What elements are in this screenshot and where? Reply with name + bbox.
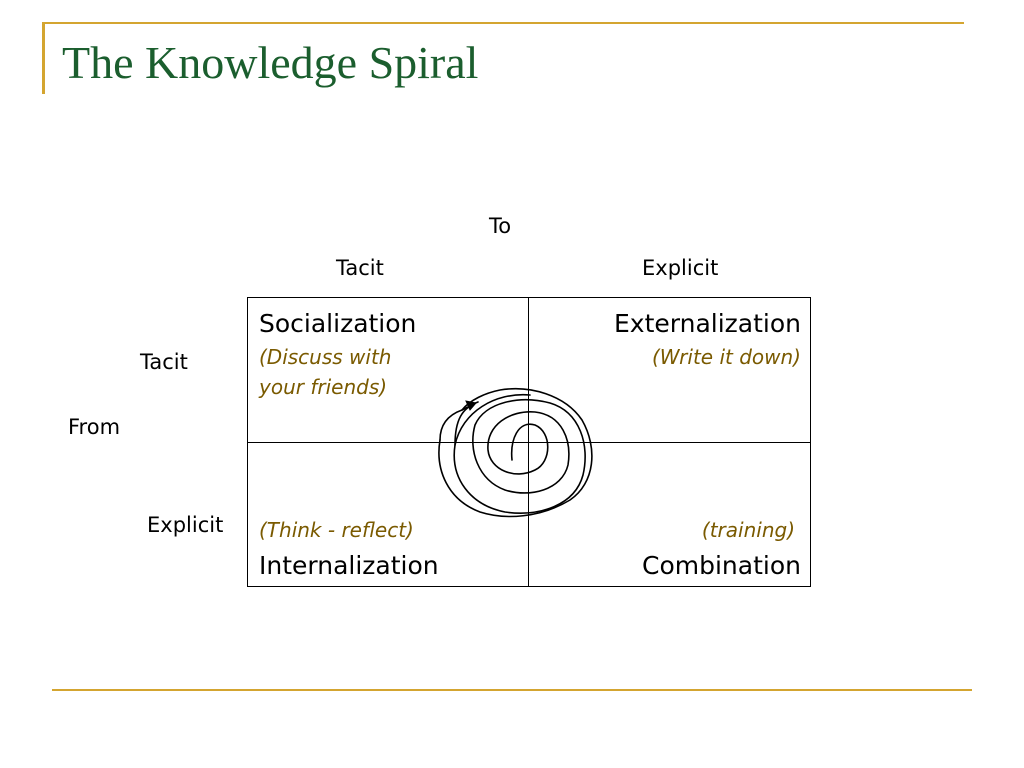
column-label-tacit: Tacit: [336, 256, 384, 280]
from-axis-label: From: [68, 415, 121, 439]
row-label-tacit: Tacit: [140, 350, 188, 374]
row-label-explicit: Explicit: [147, 513, 224, 537]
internalization-subtitle: (Think - reflect): [259, 518, 414, 542]
title-accent-horizontal-rule: [42, 22, 964, 24]
to-axis-label: To: [489, 214, 512, 238]
column-label-explicit: Explicit: [642, 256, 719, 280]
internalization-title: Internalization: [259, 551, 439, 580]
footer-accent-rule: [52, 689, 972, 691]
slide-title: The Knowledge Spiral: [62, 37, 479, 88]
socialization-subtitle-line1: (Discuss with: [259, 345, 392, 369]
externalization-title: Externalization: [614, 309, 801, 338]
matrix-horizontal-divider: [247, 442, 811, 443]
combination-subtitle: (training): [701, 518, 795, 542]
socialization-title: Socialization: [259, 309, 417, 338]
socialization-subtitle-line2: your friends): [259, 375, 388, 399]
title-accent-vertical-rule: [42, 22, 45, 94]
knowledge-matrix: Socialization (Discuss with your friends…: [247, 297, 811, 587]
combination-title: Combination: [642, 551, 801, 580]
externalization-subtitle: (Write it down): [651, 345, 801, 369]
